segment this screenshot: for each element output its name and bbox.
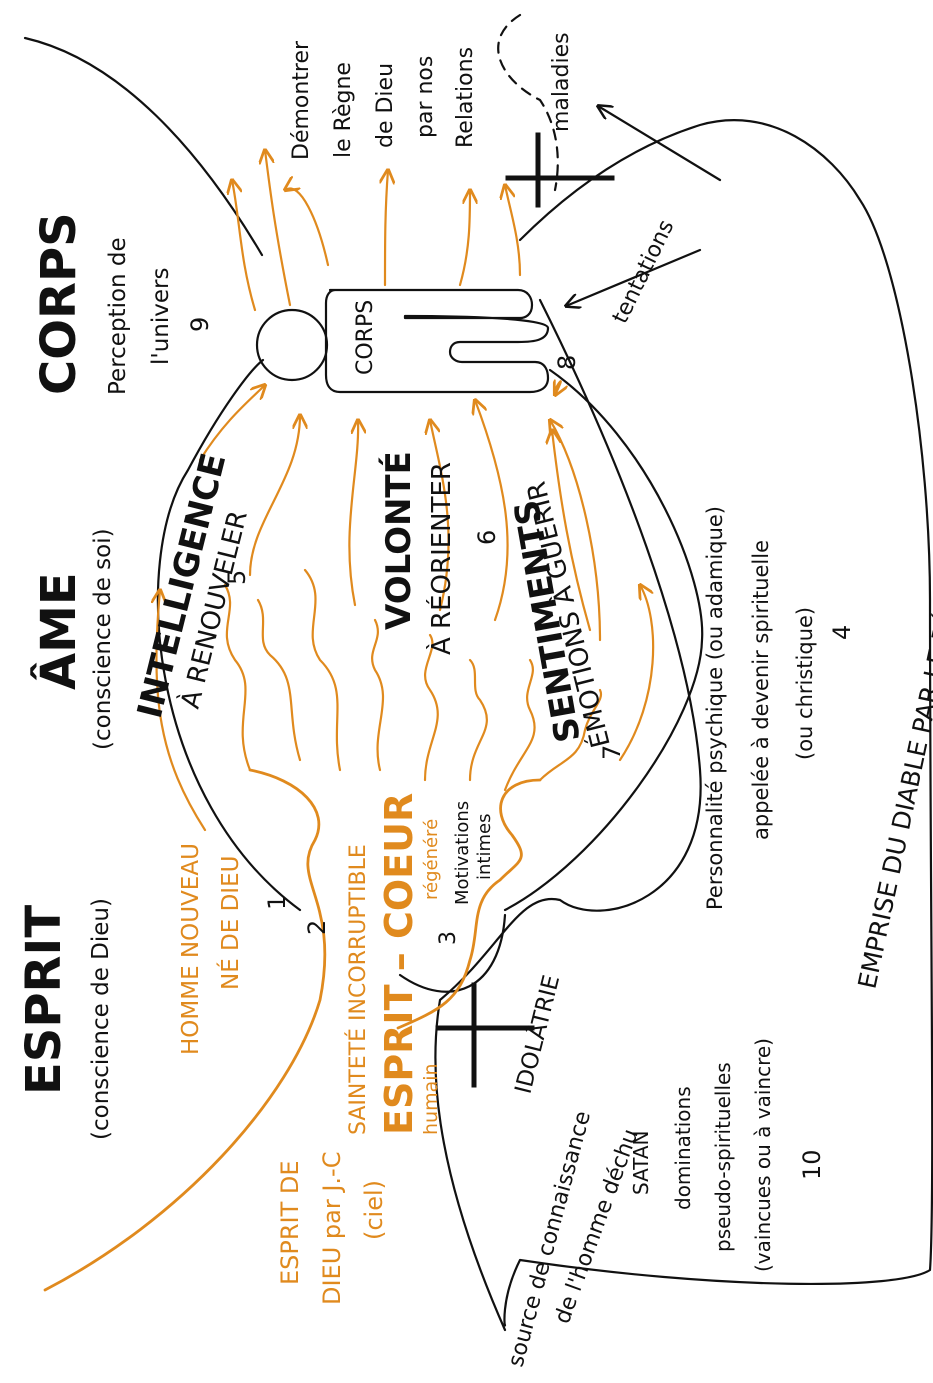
motivations-line1: Motivations: [452, 801, 473, 905]
tree-branch-6: [468, 658, 488, 782]
satan-line2: dominations: [671, 1086, 695, 1210]
demontrer-line2: le Règne: [331, 62, 356, 158]
spirit-trunk-left: [43, 768, 327, 1292]
humain-label: humain: [420, 1063, 442, 1135]
tree-branch-5: [423, 633, 439, 782]
arrow-rel-5: [458, 190, 470, 287]
demontrer-line3: de Dieu: [373, 63, 398, 148]
number-10: 10: [798, 1149, 826, 1180]
emprise-region: [434, 298, 702, 1332]
corps-title: CORPS: [31, 212, 87, 395]
arrow-rel-6: [505, 185, 522, 277]
esprit-subtitle: (conscience de Dieu): [88, 898, 114, 1140]
motivations-line2: intimes: [474, 814, 495, 880]
demontrer-line1: Démontrer: [289, 40, 314, 160]
number-5: 5: [223, 570, 251, 585]
satan-line1: SATAN: [629, 1130, 653, 1195]
number-4: 4: [828, 625, 856, 640]
cross-maladies: [505, 132, 615, 208]
saintete-label: SAINTETÉ INCORRUPTIBLE: [345, 844, 371, 1135]
demontrer-line4: par nos: [413, 56, 438, 138]
arrow-vol-2: [430, 420, 450, 612]
idolatrie-divider: [398, 913, 507, 993]
number-3: 3: [436, 931, 461, 945]
arrow-rel-4: [385, 170, 388, 287]
body-outline: [324, 288, 550, 394]
tree-branch-2: [256, 598, 302, 762]
body-arc: [503, 119, 933, 1327]
cross-idolatrie: [435, 982, 535, 1088]
number-2: 2: [303, 920, 331, 935]
arrow-sent-2: [618, 585, 655, 762]
number-9: 9: [186, 317, 214, 332]
head-circle: [255, 308, 329, 382]
number-6: 6: [473, 530, 501, 545]
tree-branch-3: [303, 568, 342, 772]
number-7: 7: [598, 745, 626, 760]
arrow-rel-2: [265, 150, 292, 307]
esprit-coeur-label: ESPRIT – COEUR: [377, 793, 421, 1135]
spirit-trunk-right: [396, 778, 542, 1030]
number-1: 1: [263, 895, 291, 910]
homme-nouveau-line1: HOMME NOUVEAU: [178, 843, 204, 1055]
maladies-dashed: [497, 13, 559, 192]
arrow-intel-3: [248, 415, 300, 577]
number-8: 8: [553, 355, 581, 370]
reorienter-label: À RÉORIENTER: [425, 462, 457, 655]
personnalite-line2: appelée à devenir spirituelle: [749, 540, 773, 840]
arrow-rel-1: [232, 180, 257, 312]
arrow-sent-3: [552, 430, 592, 632]
maladies-arrow: [598, 106, 722, 182]
homme-nouveau-line2: NÉ DE DIEU: [216, 856, 244, 990]
tree-branch-7: [503, 658, 536, 792]
personnalite-line1: Personnalité psychique (ou adamique): [703, 506, 727, 910]
tentations-label: tentations: [608, 216, 679, 327]
arrow-intel-1: [156, 590, 207, 832]
idolatrie-label: IDOLÂTRIE: [509, 972, 565, 1096]
arrow-rel-3: [285, 188, 330, 267]
esprit-dieu-line1: ESPRIT DE: [276, 1160, 304, 1285]
regenere-label: régénéré: [421, 819, 442, 900]
maladies-label: maladies: [549, 32, 574, 132]
soul-arc: [156, 358, 302, 912]
satan-line3: pseudo-spirituelles: [711, 1062, 735, 1252]
soul-arc-lower: [503, 368, 704, 912]
arrow-intel-2: [198, 385, 265, 462]
esprit-title: ESPRIT: [16, 905, 72, 1095]
arrow-sent-final: [555, 381, 561, 395]
personnalite-line3: (ou christique): [793, 607, 817, 760]
satan-line4: (vaincues ou à vaincre): [751, 1038, 775, 1272]
esprit-dieu-line3: (ciel): [360, 1180, 388, 1240]
emprise-label: EMPRISE DU DIABLE PAR LE PÉCHÉ de l'homm…: [853, 405, 933, 992]
corps-subtitle-line1: Perception de: [105, 237, 131, 395]
tree-branch-8: [538, 688, 603, 782]
arrow-vol-1: [348, 420, 358, 607]
ame-title: ÂME: [30, 572, 87, 690]
corps-body-label: CORPS: [353, 300, 378, 375]
demontrer-line5: Relations: [453, 47, 478, 148]
corps-subtitle-line2: l'univers: [148, 268, 174, 365]
ame-subtitle: (conscience de soi): [90, 528, 116, 750]
tentations-arrow: [566, 248, 702, 306]
tree-branch-4: [371, 618, 385, 772]
arrow-vol-3: [475, 400, 509, 622]
tree-branch-1: [223, 583, 252, 772]
esprit-dieu-line2: DIEU par J.-C: [318, 1152, 346, 1305]
volonte-label: VOLONTÉ: [378, 451, 419, 630]
